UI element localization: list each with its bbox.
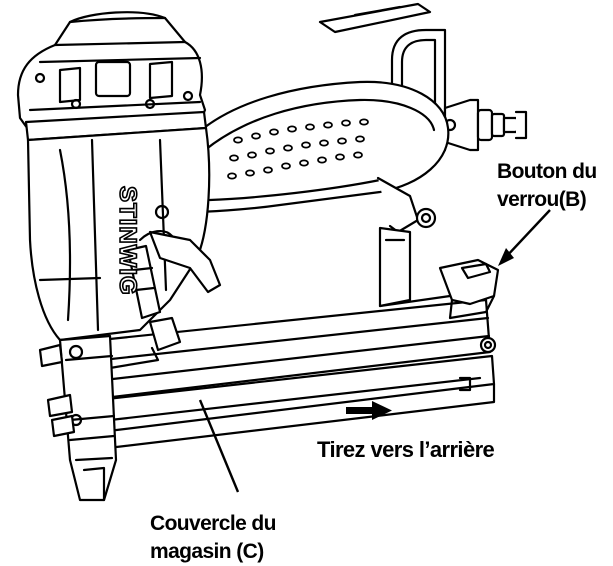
label-pull-back-text: Tirez vers l’arrière [317, 437, 495, 462]
leader-line-magazine-cover [198, 399, 240, 493]
label-magazine-cover-line2: magasin (C) [150, 540, 264, 563]
logo-text: STINWIG [114, 186, 141, 296]
label-lock-button: Bouton du verrou(B) [497, 158, 597, 214]
label-pull-back: Tirez vers l’arrière [317, 436, 495, 464]
label-magazine-cover: Couvercle du magasin (C) [150, 510, 276, 566]
trigger [126, 204, 222, 320]
label-magazine-cover-line1: Couvercle du [150, 512, 276, 535]
logo: STINWIG [113, 185, 142, 296]
lock-button [378, 258, 500, 320]
tool-body [26, 126, 211, 342]
arrow-right-icon [346, 401, 392, 420]
rear-strut [376, 176, 437, 308]
magazine-cover [108, 316, 182, 370]
nose [38, 334, 118, 502]
handle [188, 80, 450, 214]
label-lock-button-line2: verrou(B) [497, 188, 587, 211]
grip-dots [227, 118, 369, 180]
head-housing [16, 11, 208, 142]
label-lock-button-line1: Bouton du [497, 160, 597, 183]
pointer-arrow-icon [498, 209, 551, 266]
hanger-hook [318, 2, 447, 152]
air-fitting [443, 98, 528, 152]
